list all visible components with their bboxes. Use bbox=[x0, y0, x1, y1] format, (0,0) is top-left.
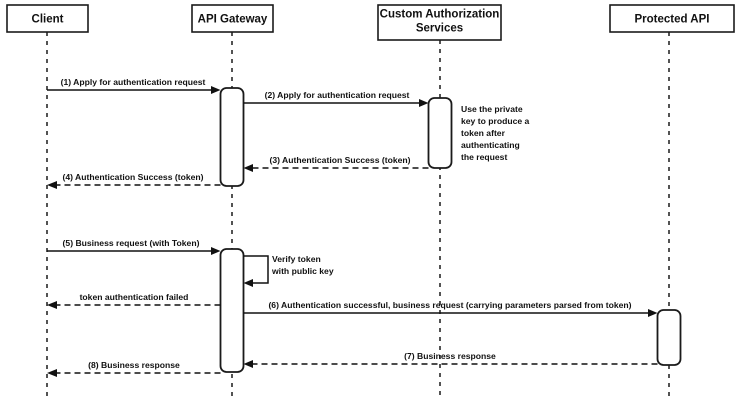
message-8-label: (8) Business response bbox=[88, 360, 180, 370]
message-self-verify-token-label-line1: Verify token bbox=[272, 254, 321, 264]
message-4-arrowhead bbox=[47, 181, 57, 189]
message-token-authentication-failed: token authentication failed bbox=[47, 292, 221, 309]
message-token-authentication-failed-arrowhead bbox=[47, 301, 57, 309]
activation-bar-protected-api bbox=[656, 309, 682, 366]
participant-label-api-gateway: API Gateway bbox=[198, 14, 268, 26]
message-8-arrowhead bbox=[47, 369, 57, 377]
participant-box-client[interactable] bbox=[6, 4, 89, 33]
activation-bar-api-gateway-business bbox=[219, 248, 245, 373]
message-5-arrowhead bbox=[211, 247, 221, 255]
message-7: (7) Business response bbox=[243, 351, 658, 368]
message-1-arrowhead bbox=[211, 86, 221, 94]
message-3-label: (3) Authentication Success (token) bbox=[269, 155, 410, 165]
activation-bar-custom-authorization-services bbox=[427, 97, 453, 169]
note-private-key: Use the private key to produce a token a… bbox=[461, 104, 530, 162]
participant-label-client: Client bbox=[32, 14, 64, 26]
note-private-key-line-2: key to produce a bbox=[461, 116, 530, 126]
message-self-verify-token-line bbox=[243, 255, 269, 284]
message-5: (5) Business request (with Token) bbox=[47, 238, 221, 255]
message-7-label: (7) Business response bbox=[404, 351, 496, 361]
message-8: (8) Business response bbox=[47, 360, 221, 377]
message-6: (6) Authentication successful, business … bbox=[243, 300, 658, 317]
message-6-arrowhead bbox=[648, 309, 658, 317]
message-self-verify-token-arrowhead bbox=[243, 279, 253, 287]
message-2-label: (2) Apply for authentication request bbox=[265, 90, 410, 100]
message-7-arrowhead bbox=[243, 360, 253, 368]
activation-bar-api-gateway-auth bbox=[219, 87, 245, 187]
message-token-authentication-failed-label: token authentication failed bbox=[80, 292, 189, 302]
note-private-key-line-4: authenticating bbox=[461, 140, 520, 150]
message-4: (4) Authentication Success (token) bbox=[47, 172, 221, 189]
note-private-key-line-1: Use the private bbox=[461, 104, 523, 114]
participant-label-custom-authorization-services-line1: Custom Authorization bbox=[380, 9, 500, 21]
message-2-arrowhead bbox=[419, 99, 429, 107]
participant-label-custom-authorization-services-line2: Services bbox=[416, 23, 463, 35]
message-5-label: (5) Business request (with Token) bbox=[63, 238, 200, 248]
participant-label-protected-api: Protected API bbox=[635, 14, 710, 26]
message-3-arrowhead bbox=[243, 164, 253, 172]
message-2: (2) Apply for authentication request bbox=[243, 90, 429, 107]
note-private-key-line-5: the request bbox=[461, 152, 507, 162]
message-4-label: (4) Authentication Success (token) bbox=[62, 172, 203, 182]
message-3: (3) Authentication Success (token) bbox=[243, 155, 429, 172]
note-private-key-line-3: token after bbox=[461, 128, 506, 138]
message-self-verify-token-label-line2: with public key bbox=[271, 266, 334, 276]
message-1-label: (1) Apply for authentication request bbox=[61, 77, 206, 87]
message-6-label: (6) Authentication successful, business … bbox=[268, 300, 631, 310]
participant-box-protected-api[interactable] bbox=[609, 4, 735, 33]
participant-box-custom-authorization-services[interactable] bbox=[377, 4, 502, 41]
message-1: (1) Apply for authentication request bbox=[47, 77, 221, 94]
participant-box-api-gateway[interactable] bbox=[191, 4, 274, 33]
message-self-verify-token: Verify token with public key bbox=[243, 254, 334, 287]
